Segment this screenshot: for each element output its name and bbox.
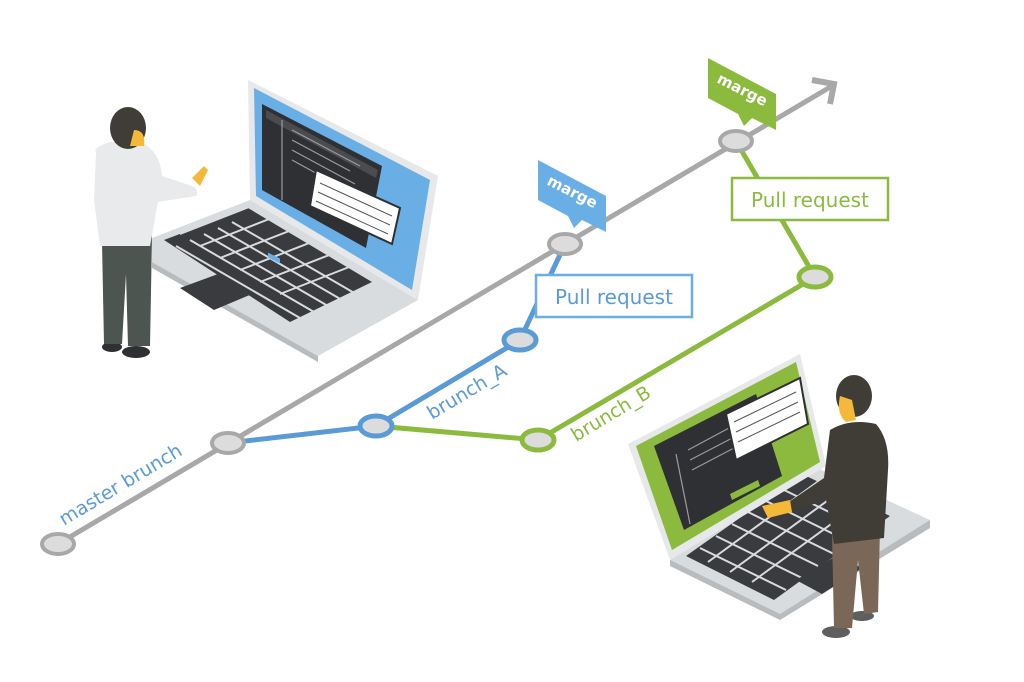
person-a-shirt [94, 142, 198, 246]
developer-b [762, 375, 889, 638]
master-merge-node-b [718, 129, 754, 153]
person-b-jacket [786, 422, 889, 544]
master-merge-node-a [547, 232, 583, 256]
person-b-hand [762, 500, 792, 518]
branch-a-node-1 [357, 413, 395, 439]
developer-a [94, 107, 208, 358]
developer-a-laptop [152, 80, 438, 362]
branch-b-node-1 [519, 427, 557, 453]
master-branch-line [56, 83, 834, 547]
merge-tag-b: marge [708, 58, 776, 130]
branch-a-node-2 [501, 327, 539, 353]
person-a-hand [192, 166, 208, 186]
pull-request-a-text: Pull request [555, 285, 673, 309]
branch-b-node-2 [796, 264, 834, 290]
person-a-legs [102, 236, 152, 346]
laptop-b-dialog [724, 376, 810, 462]
person-b-legs [832, 528, 880, 628]
pull-request-a: Pull request [534, 273, 694, 319]
pull-request-b: Pull request [730, 176, 890, 222]
master-node-2 [210, 431, 246, 455]
laptop-a-trackpad [180, 274, 252, 310]
merge-tag-a: marge [538, 160, 606, 232]
laptop-a-keyboard [164, 208, 372, 322]
master-branch-label: master brunch [55, 440, 186, 531]
pull-request-b-text: Pull request [751, 188, 869, 212]
commit-nodes [40, 129, 834, 556]
arrow-right-up-icon [811, 77, 838, 105]
master-node-1 [40, 532, 76, 556]
